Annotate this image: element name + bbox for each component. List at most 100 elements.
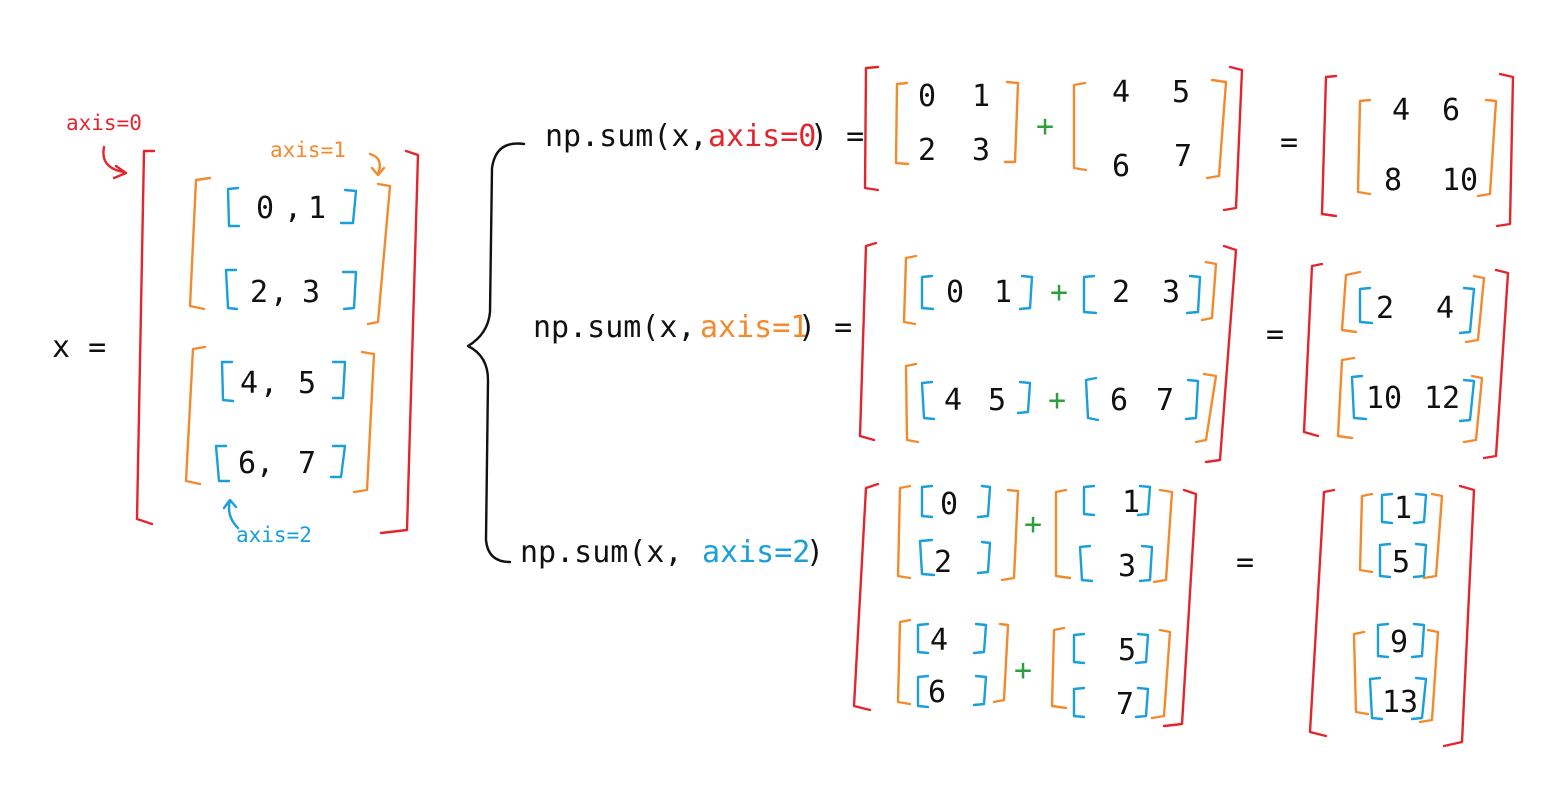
axis2-t6-val: 5 (1118, 633, 1136, 668)
axis0-b-bracket-left (1072, 81, 1088, 172)
axis2-result-row1-bracket-left (1378, 542, 1392, 579)
axis0-label: axis=0 (66, 111, 142, 135)
axis0-a-bracket-right (1003, 80, 1020, 164)
axis2-label: axis=2 (236, 523, 312, 547)
axis0-result-inner-bracket-left (1356, 98, 1372, 196)
axis1-result-val-3: 12 (1424, 381, 1460, 416)
axis1-group0-bracket-right (1200, 260, 1218, 322)
axis2-g0-bracket-right (1000, 488, 1020, 582)
axis1-term2-bracket-right (1016, 380, 1032, 415)
axis2-outer-bracket-right (1162, 488, 1198, 728)
axis0-a-val-1: 1 (972, 79, 990, 114)
axis1-term1-val-1: 3 (1162, 275, 1180, 310)
x-row0-bracket-left (226, 186, 241, 228)
axis2-t7-bracket-left (1072, 686, 1086, 719)
axis1-result-row1-bracket-right (1458, 378, 1476, 423)
axis2-t6-bracket-left (1072, 632, 1086, 665)
axis1-term3-bracket-right (1184, 378, 1200, 421)
axis2-call-axis: axis=2 (702, 535, 810, 570)
axis2-result-g0-bracket-right (1422, 492, 1444, 580)
curly-brace-icon (466, 142, 526, 564)
x-outer-bracket-right (379, 149, 420, 535)
axis1-term3-val-1: 7 (1156, 383, 1174, 418)
axis1-result-group0-bracket-left (1340, 270, 1362, 334)
axis0-call-prefix: np.sum(x, (545, 119, 708, 154)
x-row3-bracket-right (329, 444, 347, 479)
x-comma-2: , (260, 366, 278, 401)
x-group0-bracket-left (188, 176, 212, 311)
axis1-term0-val-1: 1 (994, 275, 1012, 310)
x-row3-bracket-left (214, 444, 231, 483)
axis0-outer-bracket-left (863, 65, 880, 192)
axis1-result-outer-bracket-right (1482, 268, 1510, 460)
axis2-t6-bracket-right (1134, 632, 1150, 665)
axis2-result-outer-bracket-left (1308, 488, 1336, 738)
axis1-outer-bracket-left (858, 241, 878, 442)
x-val-3: 3 (302, 275, 320, 310)
axis2-t3-bracket-right (1138, 544, 1154, 583)
axis2-result-g0-bracket-left (1358, 492, 1374, 574)
axis2-call-suffix: ) (806, 535, 824, 570)
axis2-g0-bracket-left (896, 484, 912, 580)
axis1-group1-bracket-right (1194, 372, 1218, 444)
x-group1-bracket-left (184, 345, 207, 486)
axis1-term1-bracket-right (1185, 274, 1202, 315)
x-val-4: 4 (240, 366, 258, 401)
axis2-result-row0-bracket-left (1380, 492, 1394, 525)
axis2-t2-val: 1 (1122, 485, 1140, 520)
axis1-label: axis=1 (270, 138, 346, 162)
axis1-result-val-1: 4 (1436, 291, 1454, 326)
x-row2-bracket-left (220, 360, 235, 403)
x-val-7: 7 (298, 446, 316, 481)
axis1-result-val-2: 10 (1366, 381, 1402, 416)
axis1-group1-bracket-left (904, 362, 920, 444)
axis1-term0-bracket-left (920, 274, 935, 311)
axis1-term2-val-0: 4 (944, 383, 962, 418)
axis0-result-val-2: 8 (1384, 163, 1402, 198)
axis0-result-outer-bracket-right (1495, 72, 1515, 228)
axis2-t4-bracket-right (972, 622, 988, 655)
axis0-b-val-0: 4 (1112, 75, 1130, 110)
x-row1-bracket-left (224, 268, 239, 311)
x-comma-0: , (284, 191, 302, 226)
axis1-term2-bracket-left (920, 380, 936, 421)
axis1-group0-bracket-left (902, 254, 918, 326)
axis2-t2-bracket-left (1082, 484, 1096, 517)
axis2-t5-bracket-left (916, 674, 930, 709)
axis2-t3-bracket-left (1078, 544, 1094, 583)
axis2-g1-bracket-left (1054, 488, 1072, 580)
axis2-t7-val: 7 (1116, 687, 1134, 722)
axis0-b-val-3: 7 (1174, 139, 1192, 174)
axis0-result-val-1: 6 (1442, 93, 1460, 128)
axis1-plus-1: + (1048, 383, 1066, 418)
axis2-plus-1: + (1014, 653, 1032, 688)
axis0-result-val-3: 10 (1442, 163, 1478, 198)
axis2-arrow-icon (222, 498, 240, 530)
axis2-t3-val: 3 (1118, 549, 1136, 584)
axis2-t1-bracket-left (918, 538, 936, 577)
axis1-term1-val-0: 2 (1112, 275, 1130, 310)
axis2-g2-bracket-left (896, 618, 912, 706)
axis1-result-row0-bracket-right (1458, 286, 1476, 335)
axis0-equals: = (1280, 125, 1298, 160)
axis1-result-outer-bracket-left (1302, 262, 1324, 438)
x-val-2: 2 (250, 275, 268, 310)
axis2-t5-val: 6 (928, 675, 946, 710)
axis1-result-val-0: 2 (1376, 291, 1394, 326)
axis1-term3-val-0: 6 (1110, 383, 1128, 418)
axis2-t5-bracket-right (972, 674, 988, 707)
axis2-t0-bracket-left (920, 484, 934, 519)
axis0-plus: + (1036, 109, 1054, 144)
axis2-g2-bracket-right (992, 622, 1010, 704)
axis2-t2-bracket-right (1136, 484, 1152, 517)
axis0-b-val-1: 5 (1172, 75, 1190, 110)
axis1-call-suffix: ) = (798, 310, 852, 345)
axis1-result-row0-bracket-left (1358, 286, 1374, 325)
axis2-equals: = (1236, 545, 1254, 580)
axis1-row: np.sum(x, axis=1 ) = 0 1 + 2 3 4 5 + 6 7… (533, 241, 1510, 464)
x-group0-bracket-right (366, 182, 392, 326)
axis2-result-row3-bracket-left (1368, 676, 1384, 721)
axis2-g3-bracket-right (1150, 628, 1172, 720)
axis1-result-group1-bracket-left (1336, 356, 1356, 440)
